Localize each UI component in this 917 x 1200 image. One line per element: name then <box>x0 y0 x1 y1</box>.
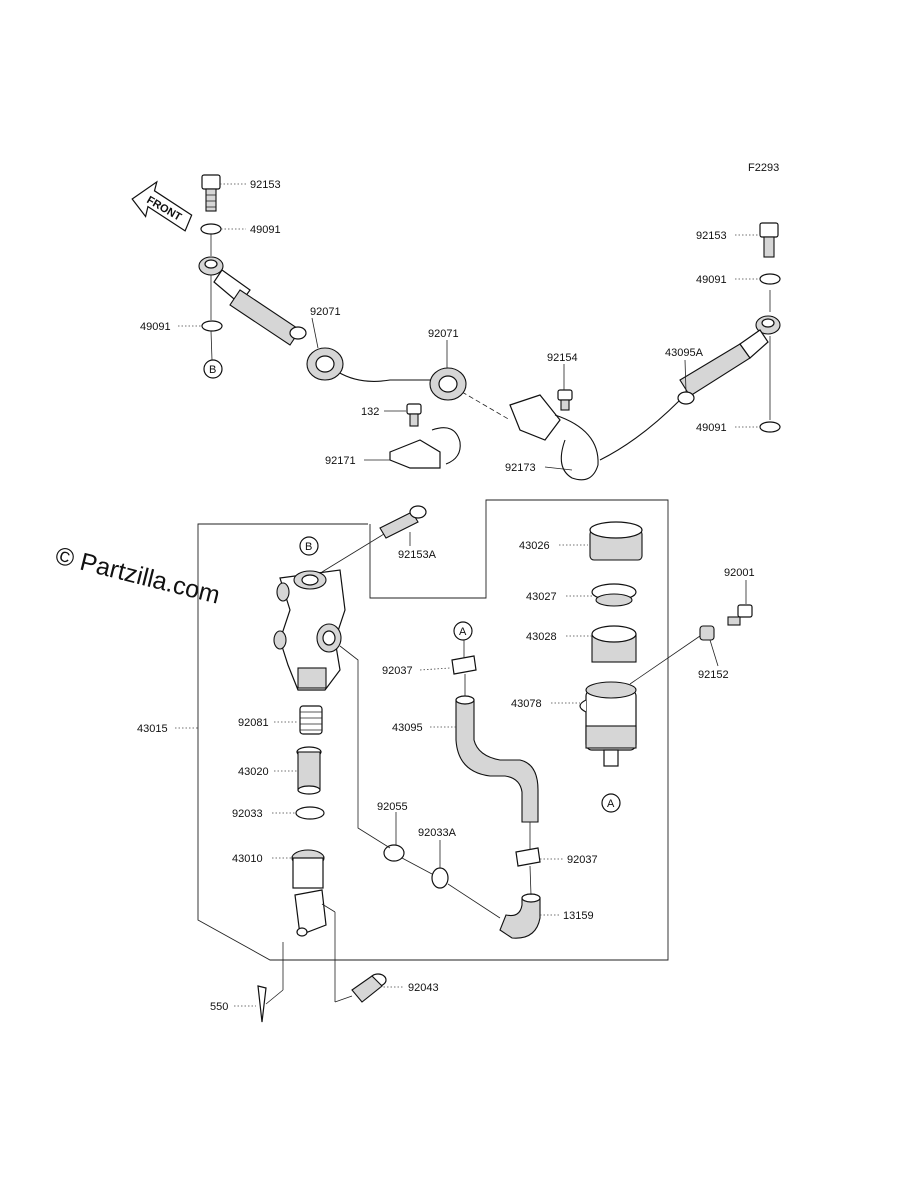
label-92153-right[interactable]: 92153 <box>696 230 727 242</box>
diaphragm-plate-43027[interactable] <box>591 583 637 607</box>
label-43026[interactable]: 43026 <box>519 540 550 552</box>
label-132[interactable]: 132 <box>361 406 379 418</box>
routing-line-oring-to-elbow <box>401 857 501 919</box>
label-92153-top-left[interactable]: 92153 <box>250 179 281 191</box>
label-92033A[interactable]: 92033A <box>418 827 457 839</box>
cotter-pin-550[interactable] <box>257 985 267 1023</box>
label-43015[interactable]: 43015 <box>137 723 168 735</box>
label-92154[interactable]: 92154 <box>547 352 578 364</box>
label-43027[interactable]: 43027 <box>526 591 557 603</box>
routing-line-clamp-to-hose <box>463 640 466 696</box>
hose-clamp-92037-bottom[interactable] <box>515 847 541 867</box>
bolt-92153A[interactable] <box>379 505 427 539</box>
elbow-fitting-13159[interactable] <box>499 893 541 939</box>
label-550[interactable]: 550 <box>210 1001 228 1013</box>
label-92043[interactable]: 92043 <box>408 982 439 994</box>
label-92001[interactable]: 92001 <box>724 567 755 579</box>
watermark: © Partzilla.com <box>53 542 223 610</box>
label-49091-right-top[interactable]: 49091 <box>696 274 727 286</box>
bolt-92154[interactable] <box>557 389 573 411</box>
grommet-92071-left[interactable] <box>306 347 344 381</box>
label-43020[interactable]: 43020 <box>238 766 269 778</box>
pin-92043[interactable] <box>351 973 387 1003</box>
hose-clamp-92037-top[interactable] <box>451 655 477 675</box>
washer-49091-right-bottom[interactable] <box>759 421 781 433</box>
routing-line-hose-to-clamp <box>529 822 532 896</box>
connector-a-hose-label: A <box>459 626 467 638</box>
diagram-code: F2293 <box>748 162 779 174</box>
label-43078[interactable]: 43078 <box>511 698 542 710</box>
front-arrow-icon: FRONT <box>131 180 193 232</box>
label-43028[interactable]: 43028 <box>526 631 557 643</box>
o-ring-92055[interactable] <box>383 844 405 862</box>
label-92173[interactable]: 92173 <box>505 462 536 474</box>
connector-b-top: B <box>203 359 223 379</box>
label-92071-center[interactable]: 92071 <box>428 328 459 340</box>
spring-92081[interactable] <box>299 705 323 735</box>
brake-hose-line-left <box>337 371 435 382</box>
label-49091-left[interactable]: 49091 <box>140 321 171 333</box>
collar-92152[interactable] <box>699 625 715 641</box>
piston-43020[interactable] <box>296 746 322 795</box>
leader-reservoir-screw <box>629 635 701 685</box>
part-labels: 92153 49091 49091 92071 92071 132 92171 … <box>137 179 755 1013</box>
label-92033[interactable]: 92033 <box>232 808 263 820</box>
screw-92001[interactable] <box>727 604 753 626</box>
diaphragm-43028[interactable] <box>591 625 637 663</box>
banjo-bolt-92153-right[interactable] <box>759 222 779 258</box>
label-43095A[interactable]: 43095A <box>665 347 704 359</box>
label-92153A[interactable]: 92153A <box>398 549 437 561</box>
label-43010[interactable]: 43010 <box>232 853 263 865</box>
clamp-92173[interactable] <box>509 394 599 481</box>
label-92055[interactable]: 92055 <box>377 801 408 813</box>
bolt-132[interactable] <box>406 403 422 427</box>
label-92081[interactable]: 92081 <box>238 717 269 729</box>
label-92037-top[interactable]: 92037 <box>382 665 413 677</box>
connector-a-hose: A <box>453 621 473 641</box>
circlip-92033A[interactable] <box>431 867 449 889</box>
master-cylinder-body[interactable] <box>273 569 346 691</box>
label-49091-right-bottom[interactable]: 49091 <box>696 422 727 434</box>
label-92071-left[interactable]: 92071 <box>310 306 341 318</box>
banjo-fitting-left[interactable] <box>198 256 307 346</box>
banjo-bolt-92153-left[interactable] <box>201 174 221 212</box>
cap-43026[interactable] <box>589 521 643 561</box>
label-92171[interactable]: 92171 <box>325 455 356 467</box>
brake-hose-line-right <box>599 399 681 461</box>
circlip-92033[interactable] <box>295 806 325 820</box>
routing-line-body-to-elbow <box>339 645 391 849</box>
label-13159[interactable]: 13159 <box>563 910 594 922</box>
connector-a-reservoir: A <box>601 793 621 813</box>
grommet-92071-center[interactable] <box>429 367 467 401</box>
reservoir-hose-43095[interactable] <box>455 695 539 823</box>
label-92152[interactable]: 92152 <box>698 669 729 681</box>
hose-fitting-43095A[interactable] <box>677 315 781 405</box>
clamp-92171[interactable] <box>389 427 461 469</box>
leader-92153A-body <box>321 533 385 573</box>
connector-b-body: B <box>299 536 319 556</box>
connector-b-body-label: B <box>305 541 312 553</box>
label-92037-bottom[interactable]: 92037 <box>567 854 598 866</box>
connector-b-top-label: B <box>209 364 216 376</box>
assembly-frame-43015 <box>197 499 669 961</box>
label-43095[interactable]: 43095 <box>392 722 423 734</box>
leader-lines <box>175 183 771 1007</box>
washer-49091-left[interactable] <box>201 320 223 332</box>
washer-49091-top-left[interactable] <box>200 223 222 235</box>
connector-a-reservoir-label: A <box>607 798 615 810</box>
reservoir-43078[interactable] <box>579 681 637 767</box>
washer-49091-right-top[interactable] <box>759 273 781 285</box>
push-rod-43010[interactable] <box>291 849 327 937</box>
hose-routing-dash <box>461 391 511 421</box>
label-49091-top-left[interactable]: 49091 <box>250 224 281 236</box>
